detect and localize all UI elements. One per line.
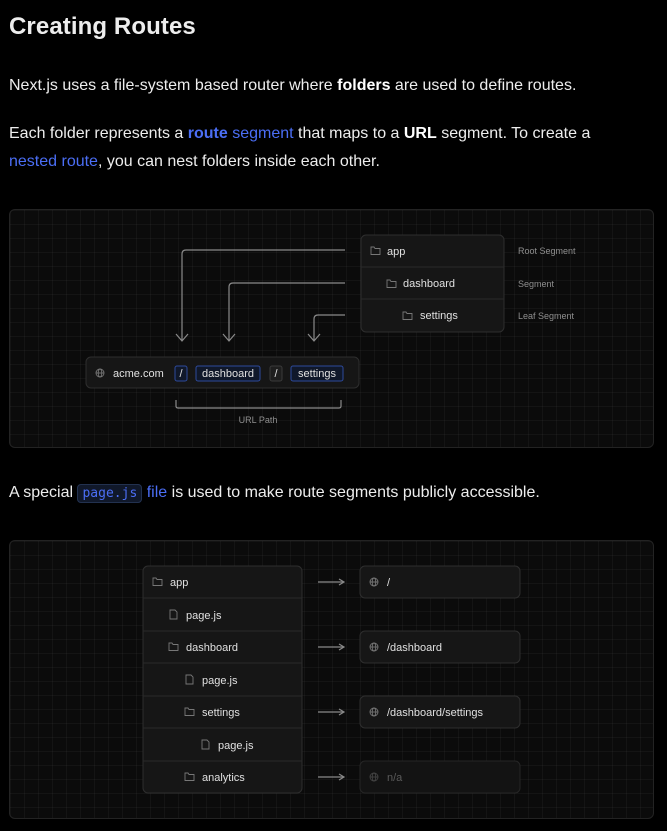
folder-app: app [387,246,405,258]
folder-tree-panel [360,234,505,333]
segment-paragraph: Each folder represents a route segment t… [9,120,659,176]
segment-link[interactable]: segment [232,125,294,142]
tree-item-page-js-dashboard: page.js [202,675,238,687]
tree-item-dashboard: dashboard [186,642,238,654]
route-box: /dashboard/settings [359,695,521,729]
folder-icon [168,642,179,651]
route-box: / [359,565,521,599]
route-not-applicable: n/a [387,772,403,784]
intro-paragraph: Next.js uses a file-system based router … [9,72,659,100]
route-arrows [318,578,346,781]
url-domain: acme.com [113,368,164,380]
url-path-label: URL Path [239,415,278,425]
leaf-segment-label: Leaf Segment [518,311,575,321]
folder-dashboard: dashboard [403,278,455,290]
globe-icon [369,772,379,782]
segment-text-2: that maps to a [293,125,404,142]
globe-icon [369,642,379,652]
route-dashboard: /dashboard [387,642,442,654]
segment-text-1: Each folder represents a [9,125,188,142]
page-js-text-1: A special [9,484,78,501]
globe-icon [369,707,379,717]
intro-text-2: are used to define routes. [390,77,577,94]
file-icon [201,739,210,750]
route-dashboard-settings: /dashboard/settings [387,707,484,719]
nested-route-link[interactable]: nested route [9,153,98,170]
url-separator-2: / [274,368,278,380]
file-icon [185,674,194,685]
segment-label: Segment [518,279,555,289]
url-segment-settings: settings [298,368,336,380]
page-js-text-2: is used to make route segments publicly … [167,484,540,501]
folder-icon [402,311,413,320]
folder-icon [370,246,381,255]
file-link[interactable]: file [146,484,168,501]
url-segment-dashboard: dashboard [202,368,254,380]
tree-item-page-js-root: page.js [186,610,222,622]
segment-text-3: segment. To create a [436,125,591,142]
globe-icon [95,368,105,378]
route-box: n/a [359,760,521,794]
page-js-paragraph: A special page.js file is used to make r… [9,479,659,508]
page-js-diagram: app page.js dashboard page.js settings p… [9,540,654,819]
connector-arrows [175,249,345,342]
root-segment-label: Root Segment [518,246,576,256]
folder-icon [184,707,195,716]
folder-icon [184,772,195,781]
tree-item-analytics: analytics [202,772,245,784]
segment-text-4: , you can nest folders inside each other… [97,153,380,170]
page-title: Creating Routes [9,13,196,40]
url-bold: URL [403,125,437,142]
folder-icon [386,279,397,288]
url-path-bracket [175,400,342,409]
file-tree-panel [142,565,303,794]
route-link[interactable]: route [187,125,228,142]
tree-item-app: app [170,577,188,589]
route-box: /dashboard [359,630,521,664]
tree-item-page-js-settings: page.js [218,740,254,752]
folder-settings: settings [420,310,458,322]
route-segments-diagram: app dashboard settings Root Segment Segm… [9,209,654,448]
file-icon [169,609,178,620]
folder-icon [152,577,163,586]
url-separator-1: / [179,368,183,380]
intro-text-1: Next.js uses a file-system based router … [9,77,338,94]
page-js-code: page.js [77,484,143,503]
globe-icon [369,577,379,587]
tree-item-settings: settings [202,707,240,719]
folders-bold: folders [337,77,391,94]
route-root: / [387,577,391,589]
